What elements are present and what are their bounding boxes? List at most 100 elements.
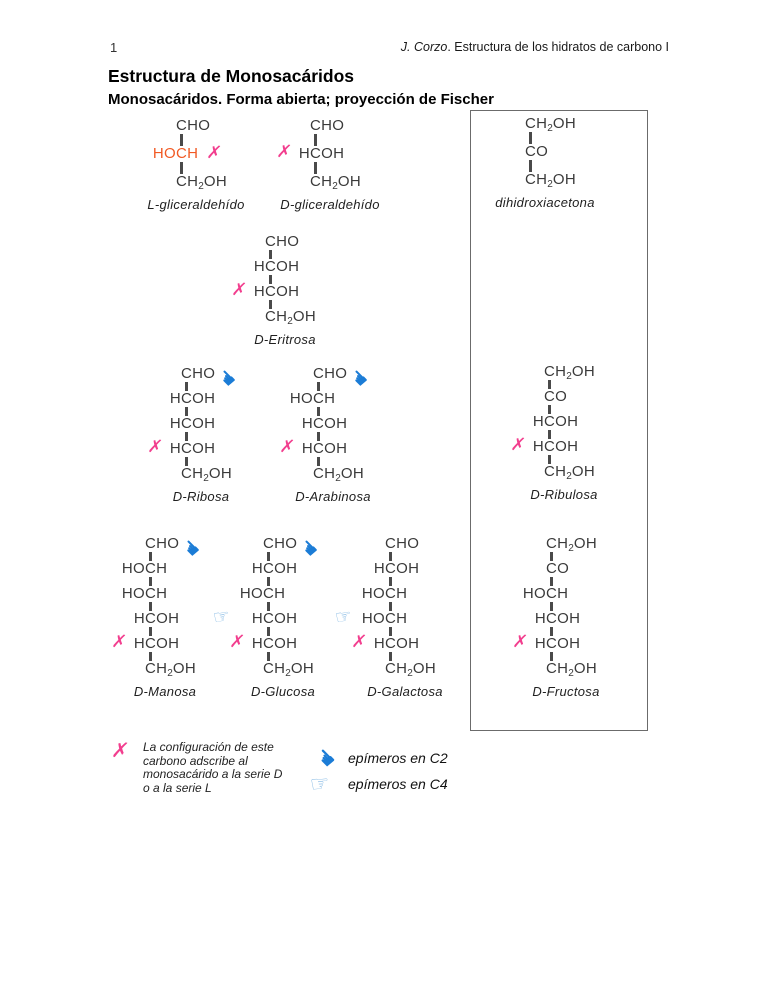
- bond-line: [267, 552, 270, 561]
- formula-right-part: COH: [310, 145, 345, 162]
- formula-left-part: HO: [522, 585, 546, 602]
- subscript: 2: [335, 473, 341, 484]
- bond-line: [389, 627, 392, 636]
- epimer-c2-hand-icon: ☚: [294, 533, 325, 563]
- formula-right-part: CH: [263, 585, 286, 602]
- formula-left-part: [499, 116, 525, 132]
- molecule-label: L-gliceraldehído: [147, 197, 245, 212]
- running-header-author: J. Corzo: [400, 40, 448, 54]
- d-series-x-icon: ✗: [205, 143, 224, 163]
- formula-row: CH2OH: [518, 464, 610, 483]
- formula-left-part: [155, 366, 181, 382]
- formula-row: CH2OH: [520, 536, 612, 555]
- formula-row: CH2OH: [518, 364, 610, 383]
- formula-left-part: H: [169, 440, 181, 457]
- formula-left-part: H: [534, 610, 546, 627]
- formula-left-part: H: [373, 560, 385, 577]
- formula-right-part: CH: [385, 585, 408, 602]
- formula-right-part: COH: [265, 258, 300, 275]
- bond-line: [149, 552, 152, 561]
- formula-right-part: CH: [313, 390, 336, 407]
- formula-left-part: H: [253, 283, 265, 300]
- bond-line: [149, 577, 152, 586]
- formula-row: CO: [499, 144, 591, 160]
- molecule-label: D-Arabinosa: [295, 489, 371, 504]
- formula-left-part: [284, 174, 310, 190]
- formula-right-part: CH2OH: [263, 660, 314, 680]
- running-header: J. Corzo. Estructura de los hidratos de …: [401, 40, 669, 54]
- formula-row: CH2OH: [499, 115, 591, 135]
- epimer-c4-hand-icon: ☞: [333, 604, 355, 630]
- formula-left-part: [155, 466, 181, 482]
- bond-line: [269, 250, 272, 259]
- page-number: 1: [110, 40, 118, 55]
- formula-row: CHO: [150, 118, 242, 134]
- d-series-x-icon: ✗: [230, 280, 249, 300]
- formula-right-part: CH2OH: [525, 115, 576, 135]
- d-series-x-icon: ✗: [146, 437, 165, 457]
- subscript: 2: [547, 179, 553, 190]
- subscript: 2: [568, 543, 574, 554]
- formula-right-part: CH2OH: [145, 660, 196, 680]
- formula-left-part: [518, 389, 544, 405]
- formula-left-part: H: [373, 635, 385, 652]
- formula-right-part: CH: [145, 560, 168, 577]
- formula-row: CHO: [359, 536, 451, 552]
- formula-right-part: COH: [546, 635, 581, 652]
- formula-left-part: [359, 661, 385, 677]
- page-title: Estructura de Monosacáridos: [108, 66, 355, 86]
- formula-row: CH2OH: [499, 172, 591, 191]
- d-series-x-icon: ✗: [509, 435, 528, 455]
- formula-right-part: CH: [546, 585, 569, 602]
- formula-right-part: COH: [263, 610, 298, 627]
- bond-line: [389, 577, 392, 586]
- formula-left-part: [518, 464, 544, 480]
- epimer-c2-hand-icon: ☚: [212, 363, 243, 393]
- subscript: 2: [167, 668, 173, 679]
- formula-left-part: [284, 118, 310, 134]
- formula-left-part: [119, 536, 145, 552]
- formula-right-part: CHO: [313, 365, 348, 382]
- formula-left-part: HO: [121, 560, 145, 577]
- formula-right-part: CH: [385, 610, 408, 627]
- bond-line: [180, 162, 183, 174]
- formula-right-part: CH2OH: [546, 660, 597, 680]
- bond-line: [550, 552, 553, 561]
- formula-left-part: H: [251, 610, 263, 627]
- d-series-x-icon: ✗: [110, 632, 129, 652]
- epimer-c4-hand-icon: ☞: [211, 604, 233, 630]
- formula-left-part: H: [133, 610, 145, 627]
- formula-right-part: CH2OH: [265, 308, 316, 328]
- bond-line: [550, 602, 553, 611]
- formula-left-part: H: [298, 145, 310, 162]
- molecule-label: D-Eritrosa: [254, 332, 316, 347]
- formula-left-part: HO: [361, 585, 385, 602]
- formula-right-part: COH: [385, 560, 420, 577]
- formula-left-part: [119, 661, 145, 677]
- formula-left-part: [520, 661, 546, 677]
- molecule-label: D-gliceraldehído: [280, 197, 380, 212]
- molecule-label: D-Manosa: [133, 684, 197, 699]
- bond-line: [185, 382, 188, 391]
- bond-line: [389, 652, 392, 661]
- formula-left-part: H: [251, 635, 263, 652]
- ketoses-box: [470, 110, 648, 731]
- d-series-x-icon: ✗: [350, 632, 369, 652]
- formula-row: CHO: [284, 118, 376, 134]
